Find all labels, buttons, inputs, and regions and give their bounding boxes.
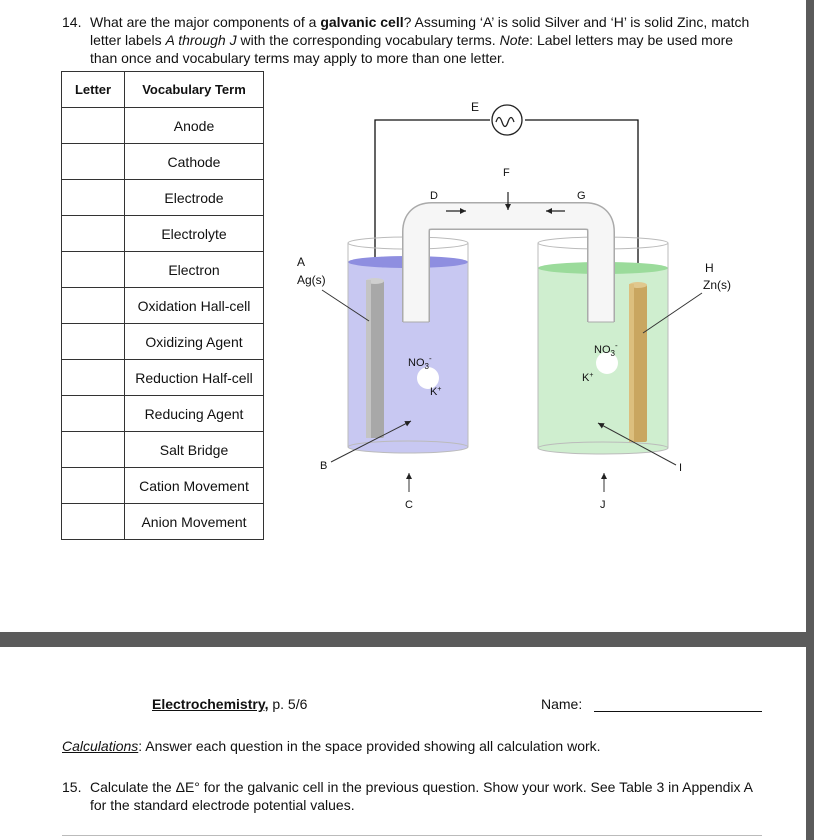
letter-cell[interactable] [61,431,125,468]
question-number: 14. [62,14,82,30]
letter-cell[interactable] [61,179,125,216]
term-cell: Anode [124,107,264,144]
label-h: H [705,261,714,275]
letter-cell[interactable] [61,467,125,504]
question-15: 15. Calculate the ΔE° for the galvanic c… [62,778,762,814]
calculations-instruction: Calculations: Answer each question in th… [62,738,601,754]
table-row: Salt Bridge [61,431,264,468]
term-cell: Cathode [124,143,264,180]
potassium-label-right: K+ [582,372,593,384]
potassium-label-left: K+ [430,386,441,398]
label-c: C [405,499,413,511]
letter-cell[interactable] [61,359,125,396]
label-j: J [600,499,606,511]
table-row: Oxidizing Agent [61,323,264,360]
ion-ball-right [596,352,618,374]
label-zn: Zn(s) [703,278,731,292]
term-cell: Electrolyte [124,215,264,252]
letter-cell[interactable] [61,107,125,144]
term-cell: Anion Movement [124,503,264,540]
term-cell: Electron [124,251,264,288]
label-a: A [297,255,305,269]
vocabulary-table: Letter Vocabulary Term Anode Cathode Ele… [61,71,264,540]
term-cell: Cation Movement [124,467,264,504]
ion-ball-left [417,367,439,389]
term-header: Vocabulary Term [124,71,264,108]
letter-cell[interactable] [61,323,125,360]
letter-cell[interactable] [61,287,125,324]
italic-range: A through J [165,32,237,48]
zinc-electrode [629,282,647,442]
bold-term: galvanic cell [320,14,404,30]
page-title: Electrochemistry, p. 5/6 [152,696,308,712]
term-cell: Oxidizing Agent [124,323,264,360]
pointer-h [642,292,703,334]
letter-header: Letter [61,71,125,108]
arrow-i [597,422,677,466]
label-f: F [503,167,510,179]
nitrate-label-left: NO3- [408,354,432,371]
term-cell: Oxidation Hall-cell [124,287,264,324]
letter-cell[interactable] [61,143,125,180]
letter-cell[interactable] [61,215,125,252]
question-text: What are the major components of a galva… [90,14,750,66]
pointer-a [321,289,370,322]
worksheet-page-1: 14. What are the major components of a g… [0,0,806,632]
question-text: Calculate the ΔE° for the galvanic cell … [90,779,753,813]
question-14: 14. What are the major components of a g… [62,13,762,67]
note-label: Note [499,32,530,48]
arrow-b [330,420,412,463]
table-row: Anode [61,107,264,144]
table-row: Oxidation Hall-cell [61,287,264,324]
letter-cell[interactable] [61,251,125,288]
term-cell: Electrode [124,179,264,216]
table-row: Electron [61,251,264,288]
galvanic-cell-diagram: NO3- K+ NO3- K+ E F D G A Ag(s) H Zn(s) … [297,100,731,511]
name-field[interactable] [594,711,762,712]
silver-electrode [366,278,384,438]
label-e: E [471,100,479,114]
table-row: Cathode [61,143,264,180]
label-ag: Ag(s) [297,273,326,287]
label-g: G [577,190,586,202]
table-row: Electrode [61,179,264,216]
table-row: Reduction Half-cell [61,359,264,396]
question-number: 15. [62,779,82,795]
worksheet-page-2: Electrochemistry, p. 5/6 Name: Calculati… [0,647,806,840]
table-row: Reducing Agent [61,395,264,432]
label-d: D [430,190,438,202]
external-wire-right [525,119,639,288]
name-label: Name: [541,696,583,712]
label-b: B [320,460,327,472]
table-row: Anion Movement [61,503,264,540]
external-wire-left [374,119,490,288]
table-row: Cation Movement [61,467,264,504]
term-cell: Reducing Agent [124,395,264,432]
term-cell: Salt Bridge [124,431,264,468]
divider [62,835,762,836]
table-header-row: Letter Vocabulary Term [61,71,264,108]
nitrate-label-right: NO3- [594,341,618,358]
letter-cell[interactable] [61,395,125,432]
letter-cell[interactable] [61,503,125,540]
voltmeter-icon [491,104,523,136]
salt-bridge [402,202,615,323]
table-row: Electrolyte [61,215,264,252]
term-cell: Reduction Half-cell [124,359,264,396]
label-i: I [679,462,682,474]
title-link[interactable]: Electrochemistry, [152,696,269,712]
